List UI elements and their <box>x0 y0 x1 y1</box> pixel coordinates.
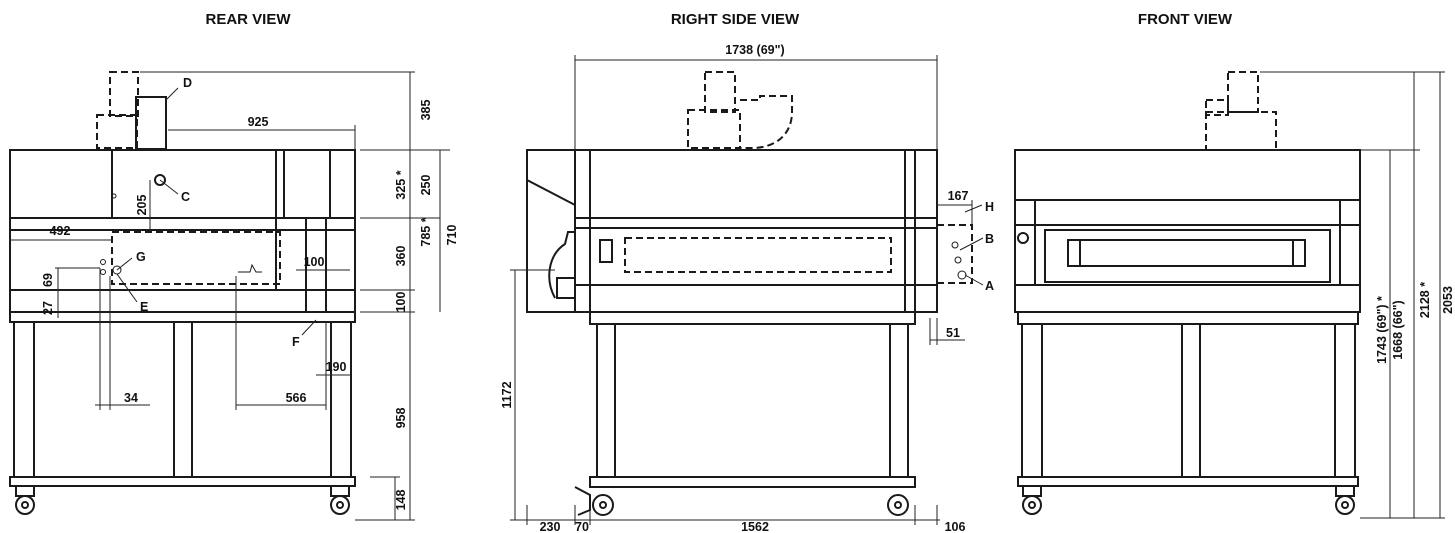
side-door-handle <box>548 231 575 299</box>
front-caster-left <box>1022 495 1042 515</box>
rear-dim-492: 492 <box>50 224 71 238</box>
rear-label-g: G <box>136 250 146 264</box>
front-caster-right <box>1335 495 1355 515</box>
rear-flue <box>135 96 167 150</box>
rear-leg-right <box>330 321 352 478</box>
rear-dim-360: 360 <box>394 246 408 267</box>
rear-view-title: REAR VIEW <box>205 11 291 28</box>
rear-dim-100-side: 100 <box>394 292 408 313</box>
front-dim-2128: 2128 * <box>1418 282 1432 318</box>
front-view-title: FRONT VIEW <box>1138 11 1233 28</box>
rear-dim-205: 205 <box>135 195 149 216</box>
front-control-knob <box>1017 232 1029 244</box>
front-door-frame <box>1034 224 1341 286</box>
rear-chamber-outline <box>111 231 281 285</box>
side-chamber-outline <box>624 237 892 273</box>
front-leg-right <box>1334 323 1356 478</box>
side-label-a: A <box>985 279 994 293</box>
rear-dim-100-right: 100 <box>304 255 325 269</box>
side-frame-bottom <box>589 476 916 488</box>
front-chimney-top <box>1227 71 1259 113</box>
rear-leg-left <box>13 321 35 478</box>
rear-label-d: D <box>183 76 192 90</box>
rear-dim-325: 325 * <box>394 170 408 199</box>
side-caster-front <box>592 494 614 516</box>
side-rear-fittings <box>936 224 973 284</box>
rear-label-e: E <box>140 300 148 314</box>
front-door <box>1044 229 1331 283</box>
side-front-hood <box>526 149 576 207</box>
side-view-title: RIGHT SIDE VIEW <box>671 11 800 28</box>
front-leg-center <box>1181 323 1201 478</box>
rear-chimney-base <box>96 114 138 149</box>
side-dim-230: 230 <box>540 520 561 533</box>
front-chimney-base <box>1205 111 1277 151</box>
side-oven-body <box>526 149 938 313</box>
rear-dim-27: 27 <box>41 301 55 315</box>
rear-label-f: F <box>292 335 300 349</box>
side-dim-1562: 1562 <box>741 520 769 533</box>
front-dim-2053: 2053 <box>1441 286 1455 314</box>
rear-dim-785: 785 * <box>419 217 433 246</box>
rear-frame-top <box>9 311 356 323</box>
side-dim-167: 167 <box>948 189 969 203</box>
side-dim-106: 106 <box>945 520 966 533</box>
side-flue-elbow <box>740 95 793 149</box>
rear-dim-148: 148 <box>394 490 408 511</box>
side-chimney-base <box>687 109 741 149</box>
front-leg-left <box>1021 323 1043 478</box>
side-chimney-top <box>704 71 736 113</box>
front-frame-top <box>1017 311 1359 325</box>
rear-frame-bottom <box>9 476 356 487</box>
side-leg-rear <box>889 323 909 478</box>
side-dim-70: 70 <box>575 520 589 533</box>
side-frame-top <box>589 311 916 325</box>
rear-chimney-top <box>109 71 139 117</box>
rear-caster-left <box>15 495 35 515</box>
front-dim-1743: 1743 (69") * <box>1375 296 1389 364</box>
side-dim-1738: 1738 (69") <box>725 43 784 57</box>
side-leg-front <box>596 323 616 478</box>
rear-dim-250: 250 <box>419 175 433 196</box>
front-dim-1668: 1668 (66") <box>1391 300 1405 359</box>
rear-dim-69: 69 <box>41 273 55 287</box>
rear-dim-34: 34 <box>124 391 138 405</box>
rear-view: 385 925 325 * 250 785 * 710 205 492 360 … <box>9 71 459 521</box>
front-frame-bottom <box>1017 476 1359 487</box>
front-view: 1743 (69") * 1668 (66") 2128 * 2053 <box>1014 71 1455 519</box>
rear-leg-center <box>173 321 193 478</box>
side-dim-51: 51 <box>946 326 960 340</box>
side-view: 1738 (69") 167 51 1172 230 70 1562 106 H… <box>500 43 994 533</box>
rear-label-c: C <box>181 190 190 204</box>
side-dim-1172: 1172 <box>500 381 514 408</box>
side-control-box <box>599 239 613 263</box>
rear-dim-958: 958 <box>394 408 408 429</box>
side-caster-rear <box>887 494 909 516</box>
rear-fitting-c <box>154 174 166 186</box>
rear-caster-right <box>330 495 350 515</box>
rear-dim-925: 925 <box>248 115 269 129</box>
rear-dim-190: 190 <box>326 360 347 374</box>
rear-dim-710: 710 <box>445 225 459 246</box>
side-label-h: H <box>985 200 994 214</box>
rear-dim-566: 566 <box>286 391 307 405</box>
front-door-window <box>1067 239 1306 267</box>
side-label-b: B <box>985 232 994 246</box>
rear-dim-385: 385 <box>419 100 433 121</box>
